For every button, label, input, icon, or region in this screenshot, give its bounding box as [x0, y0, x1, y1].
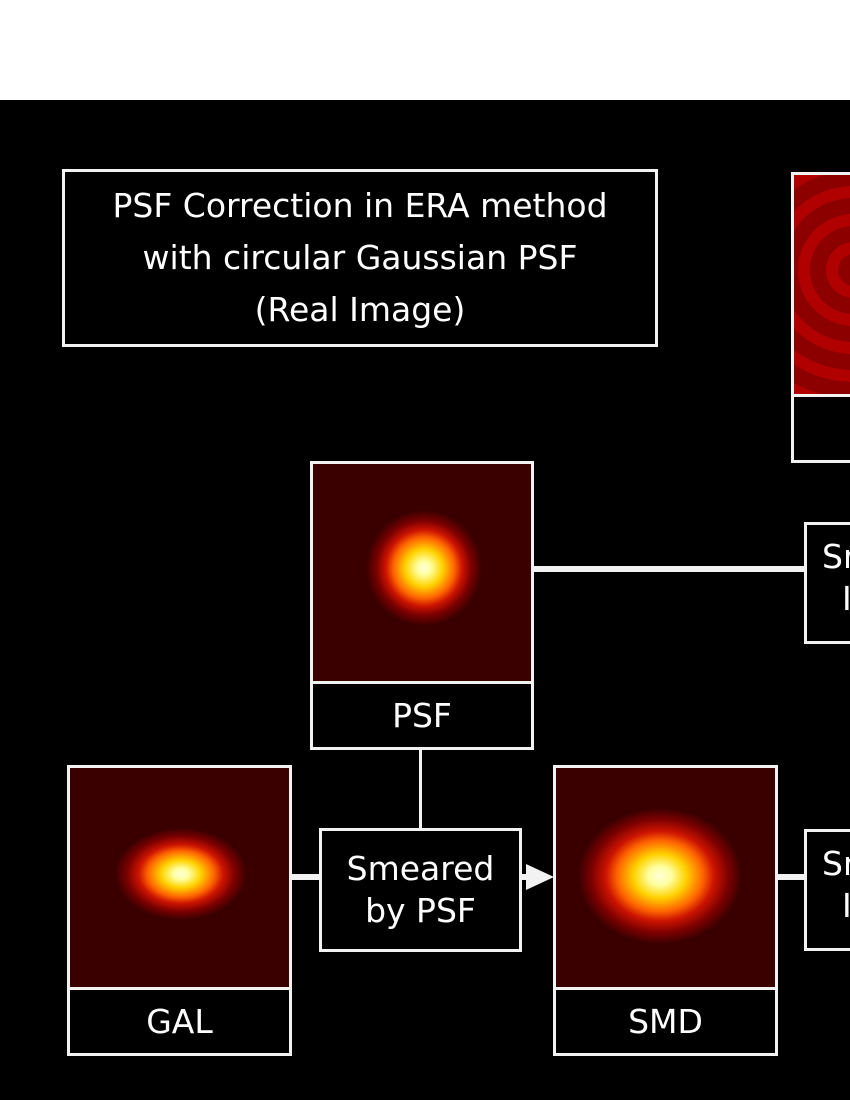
smd-caption: SMD: [556, 987, 775, 1053]
psf-to-right-line: [534, 566, 806, 572]
lower-right-operation-box: [804, 829, 850, 951]
smeared-by-psf-text: Smeared by PSF: [347, 848, 495, 932]
top-right-panel: [791, 172, 850, 463]
psf-panel: PSF: [310, 461, 534, 750]
upper-right-operation-box: [804, 522, 850, 644]
title-box: PSF Correction in ERA method with circul…: [62, 169, 658, 347]
operation-line-2: by PSF: [365, 891, 476, 930]
lower-right-operation-line-1: Sr: [822, 844, 850, 883]
lower-right-operation-line-2: I: [842, 886, 850, 925]
smd-image: [556, 768, 775, 987]
arrow-to-smd-icon: [526, 864, 554, 890]
title-text: PSF Correction in ERA method with circul…: [112, 180, 607, 336]
psf-caption: PSF: [313, 681, 531, 747]
psf-to-operation-line: [419, 750, 422, 828]
gal-caption: GAL: [70, 987, 289, 1053]
gal-image: [70, 768, 289, 987]
title-line-2: with circular Gaussian PSF: [142, 238, 578, 277]
gal-panel: GAL: [67, 765, 292, 1056]
smeared-by-psf-box: Smeared by PSF: [319, 828, 522, 952]
operation-line-1: Smeared: [346, 849, 495, 888]
slide-canvas: PSF Correction in ERA method with circul…: [0, 100, 850, 1100]
ringed-image: [794, 175, 850, 394]
title-line-1: PSF Correction in ERA method: [112, 186, 608, 225]
top-right-panel-caption: [794, 394, 850, 460]
upper-right-operation-line-1: Sr: [822, 537, 850, 576]
title-line-3: (Real Image): [254, 290, 466, 329]
upper-right-operation-text: Sr I: [822, 536, 850, 632]
psf-image: [313, 464, 531, 681]
gal-to-operation-line: [292, 874, 322, 880]
upper-right-operation-line-2: I: [842, 579, 850, 618]
operation-to-smd-line: [520, 874, 528, 880]
smd-panel: SMD: [553, 765, 778, 1056]
lower-right-operation-text: Sr I: [822, 843, 850, 939]
smd-to-right-line: [778, 874, 808, 880]
